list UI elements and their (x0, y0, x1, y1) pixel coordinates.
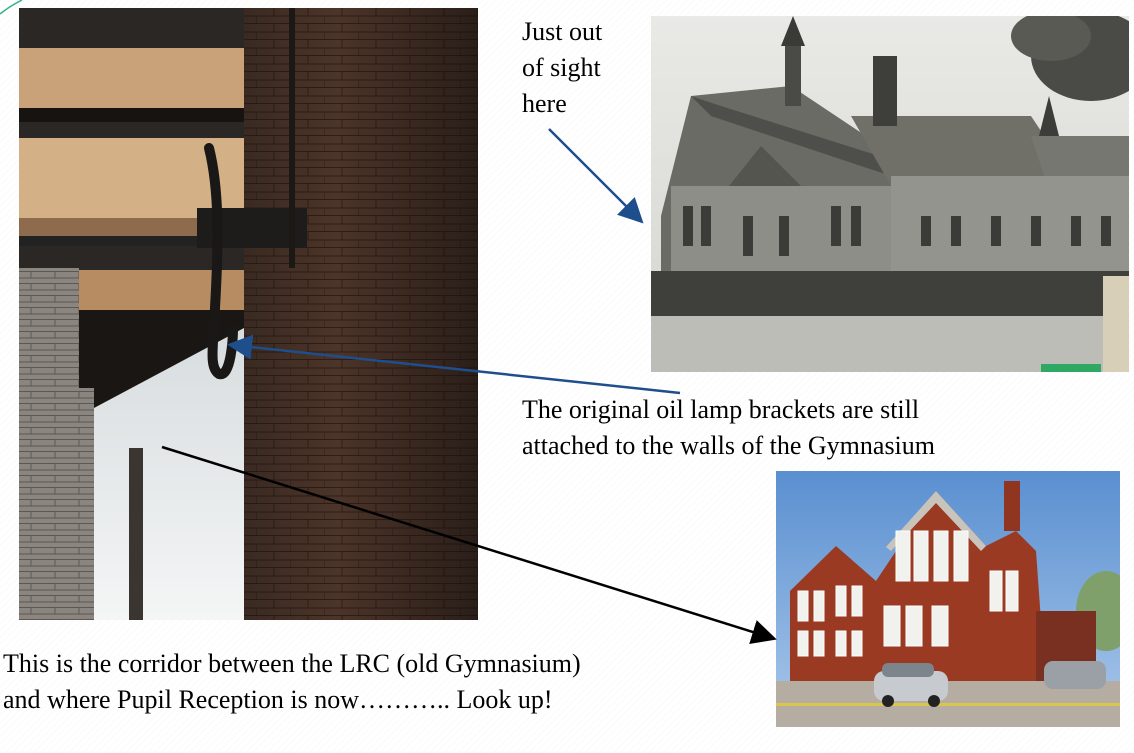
lamp-brackets-caption: The original oil lamp brackets are still… (522, 392, 1082, 464)
out-of-sight-caption: Just out of sight here (522, 14, 642, 122)
corner-decoration (0, 0, 23, 15)
arrow-to-old-school (548, 128, 644, 224)
corridor-photo (19, 8, 478, 620)
caption-line: The original oil lamp brackets are still (522, 395, 920, 424)
caption-line: here (522, 89, 567, 118)
caption-line: This is the corridor between the LRC (ol… (3, 649, 581, 678)
old-school-photo (651, 16, 1129, 372)
caption-line: Just out (522, 17, 603, 46)
caption-line: of sight (522, 53, 601, 82)
caption-line: and where Pupil Reception is now……….. Lo… (3, 685, 553, 714)
corridor-caption: This is the corridor between the LRC (ol… (3, 646, 773, 718)
caption-line: attached to the walls of the Gymnasium (522, 431, 936, 460)
modern-school-photo (776, 471, 1120, 727)
